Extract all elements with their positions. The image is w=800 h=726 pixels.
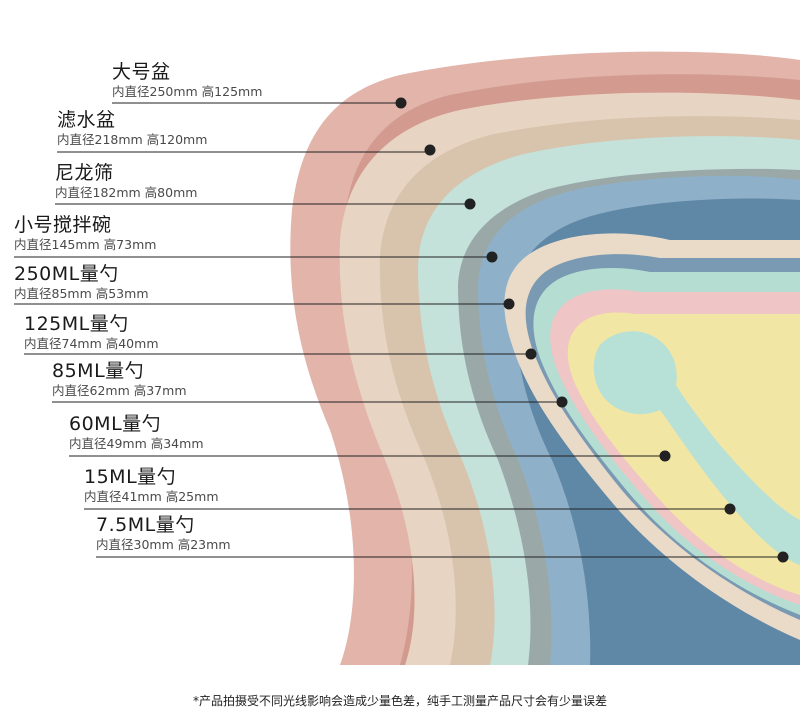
spoon-15ml-shape [593,331,800,565]
item-dimensions: 内直径62mm 高37mm [52,383,187,398]
label-cup-60ml: 60ML量勺 内直径49mm 高34mm [69,413,204,451]
item-dimensions: 内直径250mm 高125mm [112,84,263,99]
label-strainer-basin: 滤水盆 内直径218mm 高120mm [57,109,207,147]
label-large-basin: 大号盆 内直径250mm 高125mm [112,61,262,99]
label-spoon-15ml: 15ML量勺 内直径41mm 高25mm [84,466,219,504]
item-name: 250ML量勺 [14,263,119,285]
item-name: 尼龙筛 [55,162,114,184]
item-name: 小号搅拌碗 [14,214,112,236]
item-name: 滤水盆 [57,109,116,131]
item-name: 85ML量勺 [52,360,145,382]
leader-lines [14,97,789,563]
label-cup-250ml: 250ML量勺 内直径85mm 高53mm [14,263,149,301]
item-name: 7.5ML量勺 [96,514,195,536]
label-mixing-bowl: 小号搅拌碗 内直径145mm 高73mm [14,214,156,252]
item-dimensions: 内直径74mm 高40mm [24,336,159,351]
item-dimensions: 内直径85mm 高53mm [14,286,149,301]
item-dimensions: 内直径49mm 高34mm [69,436,204,451]
label-cup-85ml: 85ML量勺 内直径62mm 高37mm [52,360,187,398]
item-name: 60ML量勺 [69,413,162,435]
item-name: 125ML量勺 [24,313,129,335]
label-nylon-sieve: 尼龙筛 内直径182mm 高80mm [55,162,197,200]
item-name: 15ML量勺 [84,466,177,488]
item-dimensions: 内直径41mm 高25mm [84,489,219,504]
item-dimensions: 内直径218mm 高120mm [57,132,208,147]
label-spoon-7-5ml: 7.5ML量勺 内直径30mm 高23mm [96,514,231,552]
disclaimer-footnote: *产品拍摄受不同光线影响会造成少量色差，纯手工测量产品尺寸会有少量误差 [192,694,607,708]
label-cup-125ml: 125ML量勺 内直径74mm 高40mm [24,313,159,351]
item-dimensions: 内直径182mm 高80mm [55,185,198,200]
item-name: 大号盆 [112,61,171,83]
item-dimensions: 内直径145mm 高73mm [14,237,157,252]
item-dimensions: 内直径30mm 高23mm [96,537,231,552]
